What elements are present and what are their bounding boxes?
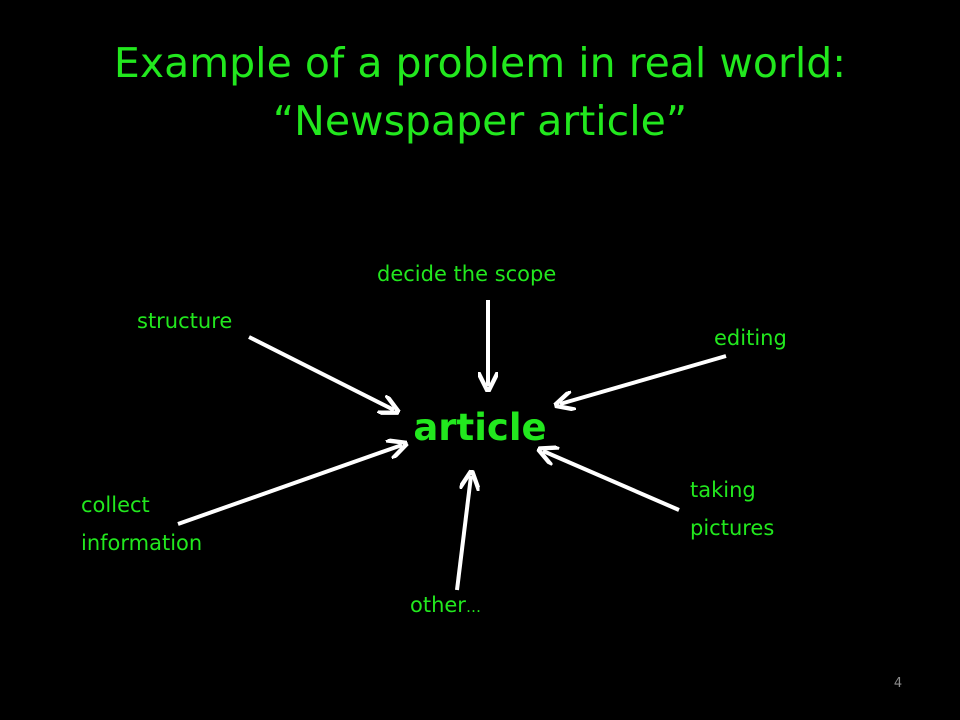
label-decide-scope: decide the scope <box>377 262 557 286</box>
page-number: 4 <box>893 676 903 691</box>
label-structure: structure <box>137 309 233 333</box>
label-taking-pictures: taking pictures <box>690 471 774 547</box>
label-taking-line-2: pictures <box>690 516 775 540</box>
label-collect-line-2: information <box>81 531 203 555</box>
arrow-editing <box>560 354 727 404</box>
arrow-taking-pictures <box>543 451 680 512</box>
title-line-2: “Newspaper article” <box>272 97 688 145</box>
arrow-other <box>455 476 471 591</box>
label-collect-line-1: collect <box>81 493 150 517</box>
label-collect-information: collect information <box>81 486 202 562</box>
label-taking-line-1: taking <box>690 478 756 502</box>
label-other-text: other <box>410 593 466 617</box>
arrow-structure <box>248 335 394 410</box>
slide-title: Example of a problem in real world: “New… <box>0 34 960 150</box>
label-other: other… <box>410 586 481 626</box>
arrow-collect-information <box>177 445 402 526</box>
title-line-1: Example of a problem in real world: <box>113 39 847 87</box>
label-editing: editing <box>714 326 787 350</box>
center-node-article: article <box>413 406 547 449</box>
label-other-ellipsis: … <box>465 598 481 616</box>
